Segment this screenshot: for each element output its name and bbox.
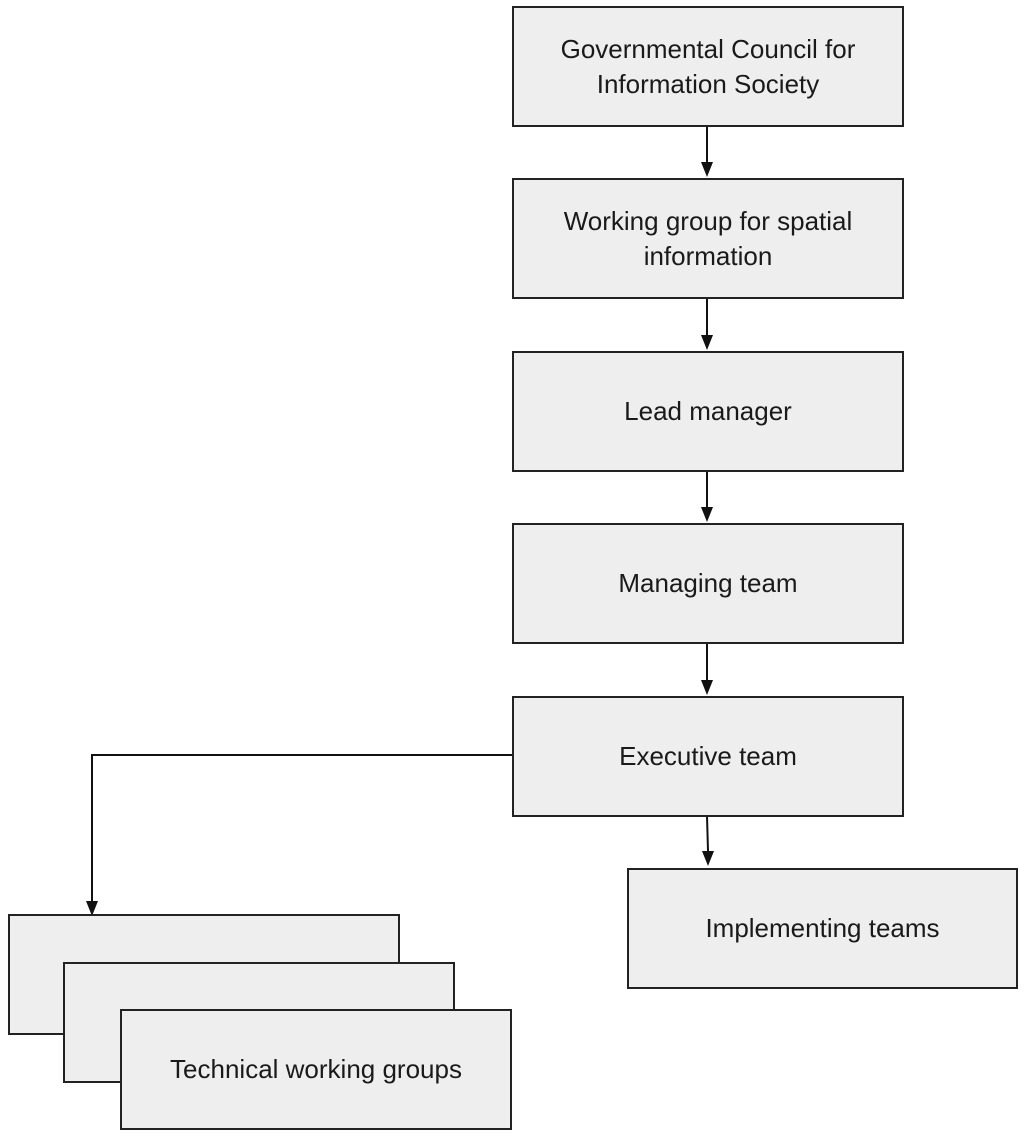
- technical-working-groups-box: Technical working groups: [120, 1009, 512, 1130]
- executive-team-box: Executive team: [512, 696, 904, 817]
- executive-team-label: Executive team: [619, 741, 797, 771]
- council-box: Governmental Council for Information Soc…: [512, 6, 904, 127]
- working-group-label: Working group for spatial information: [563, 205, 853, 271]
- managing-team-box: Managing team: [512, 523, 904, 644]
- implementing-teams-label: Implementing teams: [705, 913, 940, 943]
- arrowhead-working-group-to-lead-manager: [701, 335, 713, 350]
- technical-working-groups-label: Technical working groups: [170, 1054, 462, 1084]
- working-group-box: Working group for spatial information: [512, 178, 904, 299]
- arrowhead-executive-team-to-technical-working-groups: [86, 901, 98, 916]
- arrow-executive-team-to-implementing-teams: [706, 815, 709, 852]
- arrowhead-lead-manager-to-managing-team: [701, 507, 713, 522]
- lead-manager-label: Lead manager: [624, 396, 792, 426]
- lead-manager-box: Lead manager: [512, 351, 904, 472]
- implementing-teams-box: Implementing teams: [627, 868, 1018, 989]
- arrowhead-council-to-working-group: [701, 162, 713, 177]
- arrowhead-managing-team-to-executive-team: [701, 680, 713, 695]
- arrowhead-executive-team-to-implementing-teams: [702, 851, 714, 866]
- managing-team-label: Managing team: [618, 568, 798, 598]
- arrow-executive-team-to-technical-working-groups: [91, 754, 512, 901]
- council-label: Governmental Council for Information Soc…: [560, 33, 856, 99]
